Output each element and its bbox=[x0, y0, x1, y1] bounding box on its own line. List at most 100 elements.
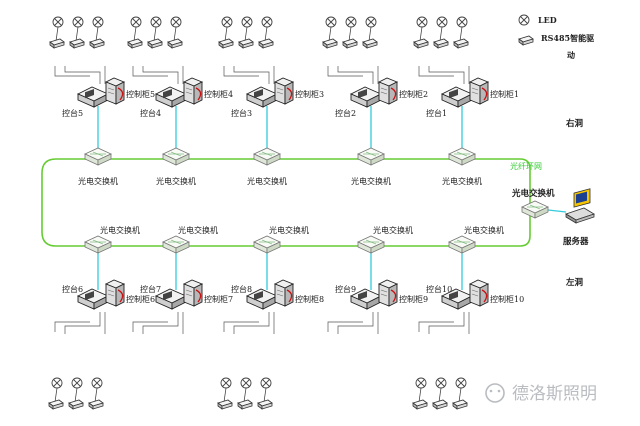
rs485-driver-icon bbox=[218, 38, 234, 49]
console-label: 控台2 bbox=[335, 108, 356, 118]
switch-label: 光电交换机 bbox=[178, 225, 218, 235]
rs485-driver-icon bbox=[322, 38, 338, 49]
rs485-driver-icon bbox=[432, 399, 448, 410]
rs485-driver-icon bbox=[217, 399, 233, 410]
rs485-driver-icon bbox=[412, 399, 428, 410]
control-cabinet-icon bbox=[469, 279, 489, 307]
legend-driver-label: RS485智能驱 bbox=[541, 33, 594, 43]
fiber-ring-label: 光纤环网 bbox=[510, 161, 542, 171]
console-desk-icon bbox=[155, 86, 187, 108]
server-label: 服务器 bbox=[563, 236, 589, 247]
led-lamp-icon bbox=[415, 377, 427, 389]
control-cabinet-icon bbox=[469, 77, 489, 105]
led-lamp-icon bbox=[416, 16, 428, 28]
led-lamp-icon bbox=[345, 16, 357, 28]
led-group bbox=[127, 16, 183, 49]
control-cabinet-icon bbox=[183, 77, 203, 105]
cabinet-label: 控制柜9 bbox=[399, 294, 428, 304]
led-lamp-icon bbox=[365, 16, 377, 28]
watermark: 德洛斯照明 bbox=[485, 383, 597, 404]
led-lamp-icon bbox=[436, 16, 448, 28]
top-station-4: 控台2 控制柜2 光电交换机 bbox=[322, 16, 428, 186]
led-group bbox=[218, 16, 274, 49]
rs485-driver-icon bbox=[362, 38, 378, 49]
led-lamp-icon bbox=[92, 16, 104, 28]
optical-switch-icon bbox=[253, 147, 281, 166]
cabinet-label: 控制柜3 bbox=[295, 89, 324, 99]
led-lamp-icon bbox=[261, 16, 273, 28]
rs485-driver-icon bbox=[452, 399, 468, 410]
rs485-driver-icon bbox=[88, 399, 104, 410]
led-lamp-icon bbox=[456, 16, 468, 28]
console-desk-icon bbox=[246, 86, 278, 108]
switch-label: 光电交换机 bbox=[373, 225, 413, 235]
console-label: 控台3 bbox=[231, 108, 252, 118]
top-station-5: 控台1 控制柜1 光电交换机 bbox=[413, 16, 519, 186]
legend-driver-label-2: 动 bbox=[567, 50, 575, 60]
switch-label: 光电交换机 bbox=[442, 176, 482, 186]
led-group bbox=[48, 377, 104, 410]
console-label: 控台7 bbox=[140, 284, 161, 294]
console-label: 控台10 bbox=[426, 284, 452, 294]
led-group bbox=[217, 377, 273, 410]
optical-switch-icon bbox=[162, 235, 190, 254]
cabinet-label: 控制柜2 bbox=[399, 89, 428, 99]
led-group bbox=[413, 16, 469, 49]
wechat-icon bbox=[485, 383, 505, 403]
led-lamp-icon bbox=[220, 377, 232, 389]
led-lamp-icon bbox=[130, 16, 142, 28]
server-switch-icon bbox=[521, 200, 549, 219]
led-lamp-icon bbox=[325, 16, 337, 28]
control-cabinet-icon bbox=[105, 279, 125, 307]
led-lamp-icon bbox=[241, 16, 253, 28]
led-lamp-icon bbox=[260, 377, 272, 389]
cabinet-label: 控制柜4 bbox=[204, 89, 233, 99]
switch-label: 光电交换机 bbox=[100, 225, 140, 235]
control-cabinet-icon bbox=[183, 279, 203, 307]
switch-label: 光电交换机 bbox=[269, 225, 309, 235]
switch-label: 光电交换机 bbox=[464, 225, 504, 235]
optical-switch-icon bbox=[448, 147, 476, 166]
console-label: 控台4 bbox=[140, 108, 161, 118]
control-cabinet-icon bbox=[105, 77, 125, 105]
led-lamp-icon bbox=[71, 377, 83, 389]
led-lamp-icon bbox=[435, 377, 447, 389]
rs485-driver-icon bbox=[237, 399, 253, 410]
bottom-row: 控台6控制柜6光电交换机控台7控制柜7光电交换机控台8控制柜8光电交换机控台9控… bbox=[48, 225, 524, 410]
legend: LED RS485智能驱 动 bbox=[518, 14, 594, 60]
optical-switch-icon bbox=[162, 147, 190, 166]
optical-switch-icon bbox=[448, 235, 476, 254]
rs485-driver-icon bbox=[342, 38, 358, 49]
switch-label: 光电交换机 bbox=[351, 176, 391, 186]
cabinet-label: 控制柜10 bbox=[490, 294, 524, 304]
console-label: 控台5 bbox=[62, 108, 83, 118]
rs485-driver-icon bbox=[413, 38, 429, 49]
legend-led-icon bbox=[518, 14, 530, 26]
console-desk-icon bbox=[350, 86, 382, 108]
console-desk-icon bbox=[77, 86, 109, 108]
zone-label-left-tunnel: 左洞 bbox=[565, 277, 584, 288]
console-label: 控台8 bbox=[231, 284, 252, 294]
console-label: 控台1 bbox=[426, 108, 447, 118]
rs485-driver-icon bbox=[89, 38, 105, 49]
legend-led-label: LED bbox=[538, 15, 557, 25]
cabinet-label: 控制柜8 bbox=[295, 294, 324, 304]
cabinet-label: 控制柜1 bbox=[490, 89, 519, 99]
rs485-driver-icon bbox=[453, 38, 469, 49]
rs485-driver-icon bbox=[69, 38, 85, 49]
switch-label: 光电交换机 bbox=[156, 176, 196, 186]
rs485-driver-icon bbox=[258, 38, 274, 49]
led-lamp-icon bbox=[72, 16, 84, 28]
optical-switch-icon bbox=[357, 235, 385, 254]
console-desk-icon bbox=[441, 86, 473, 108]
control-cabinet-icon bbox=[378, 279, 398, 307]
rs485-driver-icon bbox=[167, 38, 183, 49]
cabinet-label: 控制柜5 bbox=[126, 89, 155, 99]
led-lamp-icon bbox=[455, 377, 467, 389]
led-lamp-icon bbox=[240, 377, 252, 389]
led-group bbox=[412, 377, 468, 410]
led-group bbox=[322, 16, 378, 49]
watermark-text: 德洛斯照明 bbox=[512, 384, 597, 404]
